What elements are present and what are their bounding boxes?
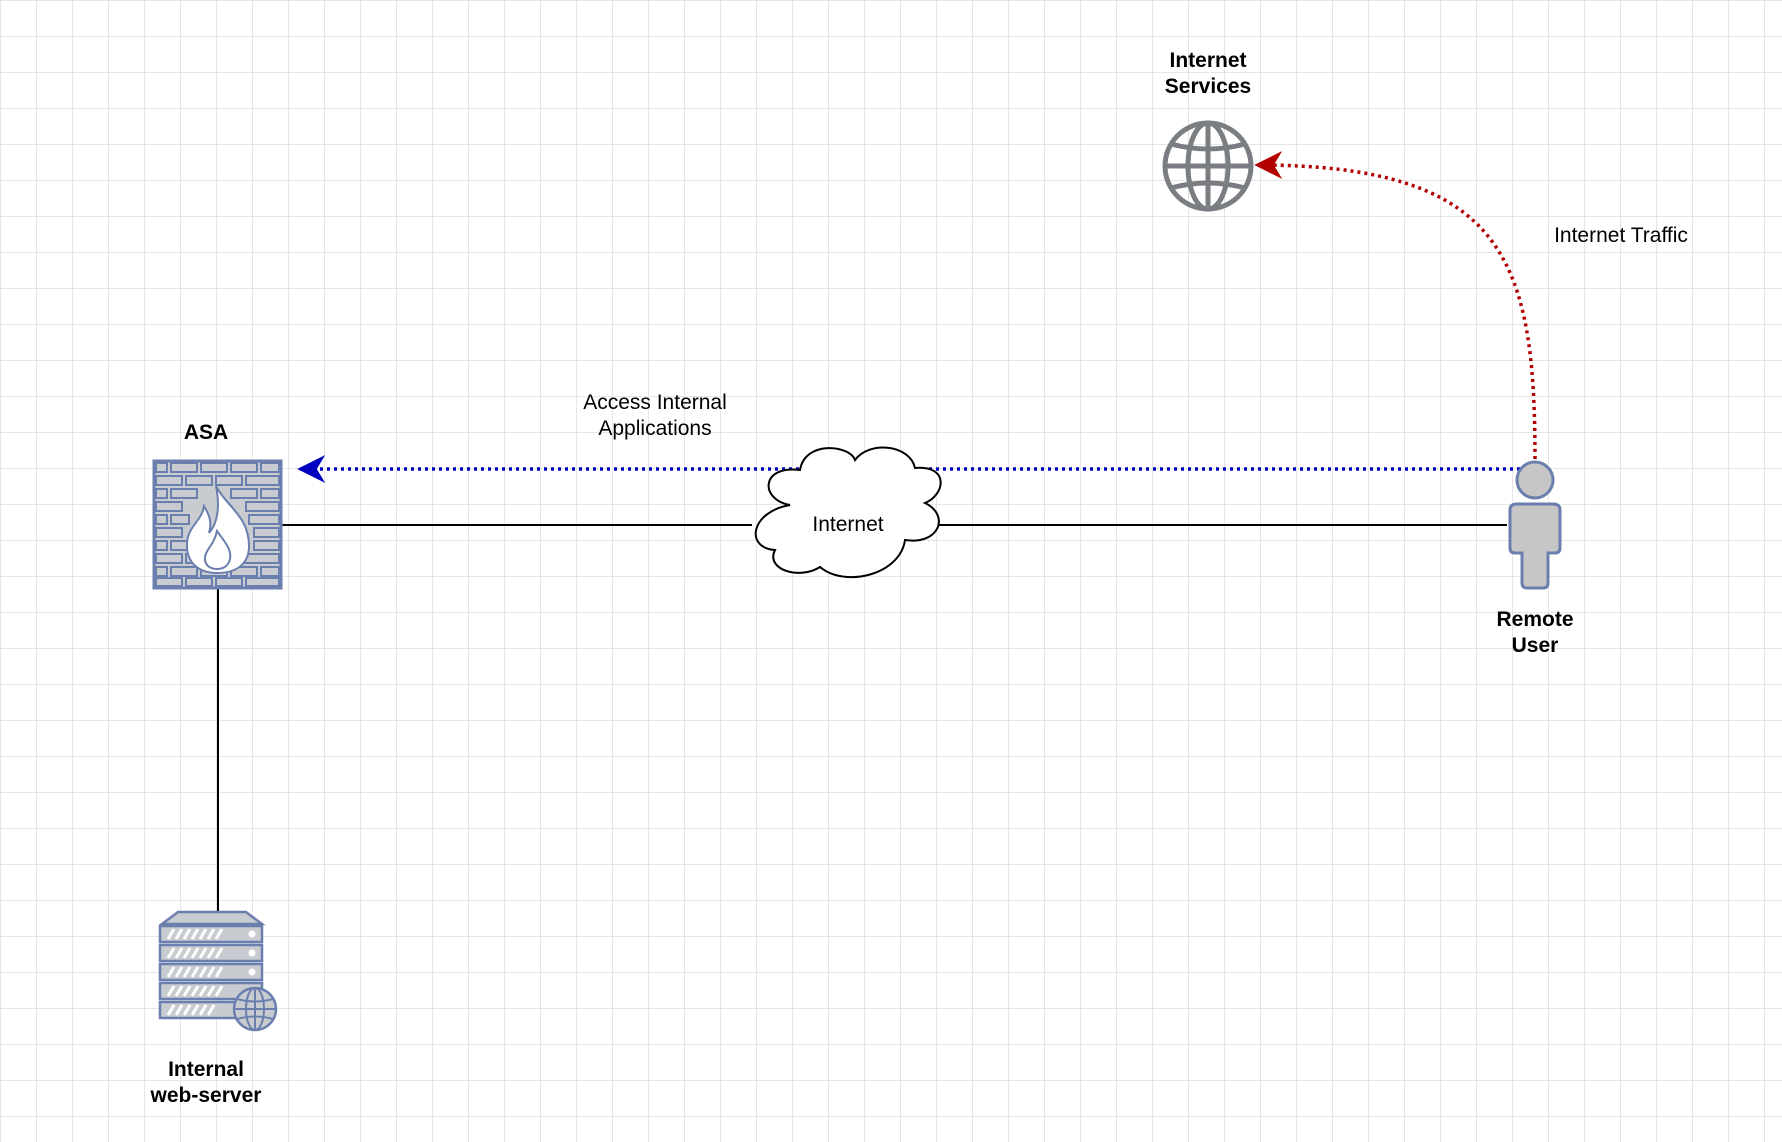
internet-traffic-arrow bbox=[1254, 151, 1537, 460]
internet-services-label-line2: Services bbox=[1164, 75, 1252, 98]
web-server-label-line2: web-server bbox=[150, 1084, 262, 1107]
firewall-icon[interactable] bbox=[152, 459, 283, 590]
cloud-icon[interactable] bbox=[754, 446, 942, 579]
remote-user-label: Remote User bbox=[1445, 607, 1625, 659]
internet-cloud-label: Internet bbox=[812, 513, 884, 536]
internet-services-label: Internet Services bbox=[1118, 48, 1298, 100]
access-internal-label-line2: Applications bbox=[598, 417, 712, 440]
web-server-label-line1: Internal bbox=[168, 1058, 244, 1081]
remote-user-label-line2: User bbox=[1511, 634, 1559, 657]
web-server-label: Internal web-server bbox=[106, 1057, 306, 1109]
internet-services-label-line1: Internet bbox=[1169, 49, 1247, 72]
globe-icon[interactable] bbox=[1162, 120, 1254, 212]
internet-traffic-label: Internet Traffic bbox=[1554, 224, 1688, 247]
server-icon[interactable] bbox=[158, 910, 278, 1032]
user-icon[interactable] bbox=[1508, 460, 1562, 590]
asa-label: ASA bbox=[183, 421, 229, 444]
access-internal-label: Access Internal Applications bbox=[555, 390, 755, 442]
remote-user-label-line1: Remote bbox=[1496, 608, 1574, 631]
access-internal-label-line1: Access Internal bbox=[583, 391, 727, 414]
